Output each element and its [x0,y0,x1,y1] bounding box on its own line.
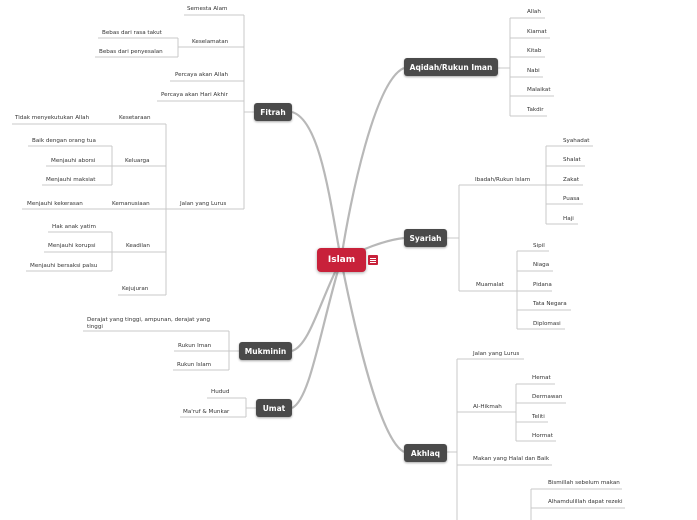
topic-item[interactable]: Hormat [532,433,553,439]
topic-item[interactable]: Shalat [563,157,581,163]
topic-item[interactable]: Niaga [533,262,550,268]
topic-ibadah[interactable]: Ibadah/Rukun Islam [475,177,531,183]
topic-item[interactable]: Alhamdulillah dapat rezeki [548,499,623,505]
node-label: Aqidah/Rukun Iman [409,62,493,72]
topic-item[interactable]: Menjauhi kekerasan [27,201,83,207]
topic-item[interactable]: Baik dengan orang tua [32,138,96,144]
topic-item[interactable]: Hudud [211,389,230,395]
topic-item[interactable]: Sipil [533,243,545,249]
topic-item[interactable]: Kitab [527,48,542,54]
topic-hikmah[interactable]: Al-Hikmah [473,404,502,410]
topic-item[interactable]: Syahadat [563,138,590,144]
topic-item[interactable]: Hak anak yatim [52,224,97,230]
topic-item[interactable]: Dermawan [532,394,563,400]
topic-jalan-lurus[interactable]: Jalan yang Lurus [180,201,227,207]
node-fitrah[interactable]: Fitrah [254,103,292,121]
topic-item[interactable]: Diplomasi [533,321,561,327]
topic-item[interactable]: Tidak menyekutukan Allah [15,115,90,121]
topic-item[interactable]: Tata Negara [533,301,567,307]
topic-item[interactable]: Rukun Islam [177,362,212,368]
node-akhlaq[interactable]: Akhlaq [404,444,447,462]
node-aqidah[interactable]: Aqidah/Rukun Iman [404,58,498,76]
topic-item[interactable]: Bebas dari rasa takut [102,30,162,36]
topic-keselamatan[interactable]: Keselamatan [192,39,229,45]
topic-item[interactable]: Menjauhi korupsi [48,243,96,249]
topic-semesta-alam[interactable]: Semesta Alam [187,6,228,12]
topic-item[interactable]: Allah [527,9,541,15]
topic-item[interactable]: Malaikat [527,87,551,93]
topic-item[interactable]: Bismillah sebelum makan [548,480,620,486]
topic-item[interactable]: Menjauhi aborsi [51,158,96,164]
topic-kemanusiaan[interactable]: Kemanusiaan [112,201,150,207]
topic-item[interactable]: Hemat [532,375,551,381]
topic-item[interactable]: Takdir [527,107,544,113]
node-label: Syariah [409,233,442,243]
node-label: Umat [262,403,286,413]
topic-item[interactable]: Haji [563,216,574,222]
topic-item[interactable]: Menjauhi bersaksi palsu [30,263,98,269]
node-label: Mukminin [244,346,287,356]
node-mukminin[interactable]: Mukminin [239,342,292,360]
topic-kejujuran[interactable]: Kejujuran [122,286,149,292]
node-label: Akhlaq [410,448,441,458]
topic-percaya-akhir[interactable]: Percaya akan Hari Akhir [161,92,228,98]
topic-keluarga[interactable]: Keluarga [125,158,150,164]
topic-item[interactable]: Derajat yang tinggi, ampunan, derajat ya… [87,317,211,330]
topic-makan[interactable]: Makan yang Halal dan Baik [473,456,550,462]
node-umat[interactable]: Umat [256,399,292,417]
topic-jalan-lurus-akhlaq[interactable]: Jalan yang Lurus [473,351,520,357]
root-node-islam[interactable]: Islam [317,248,366,272]
topic-item[interactable]: Puasa [563,196,580,202]
topic-item[interactable]: Bebas dari penyesalan [99,49,163,55]
topic-item[interactable]: Rukun Iman [178,343,212,349]
node-syariah[interactable]: Syariah [404,229,447,247]
topic-muamalat[interactable]: Muamalat [476,282,504,288]
note-icon[interactable] [368,255,378,265]
root-label: Islam [327,255,356,265]
node-label: Fitrah [260,107,286,117]
topic-item[interactable]: Nabi [527,68,540,74]
topic-item[interactable]: Teliti [532,414,545,420]
topic-item[interactable]: Menjauhi maksiat [46,177,96,183]
topic-percaya-allah[interactable]: Percaya akan Allah [175,72,229,78]
topic-keadilan[interactable]: Keadilan [126,243,150,249]
topic-item[interactable]: Ma'ruf & Munkar [183,409,230,415]
topic-item[interactable]: Zakat [563,177,580,183]
topic-kesetaraan[interactable]: Kesetaraan [119,115,151,121]
topic-item[interactable]: Kiamat [527,29,547,35]
topic-item[interactable]: Pidana [533,282,552,288]
